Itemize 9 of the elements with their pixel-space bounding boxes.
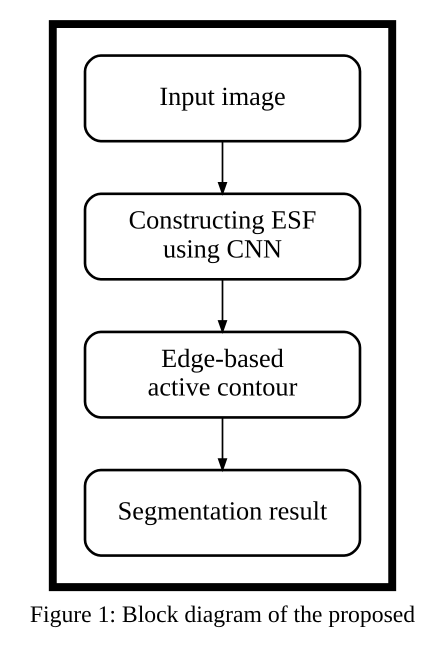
arrow [217, 280, 227, 334]
node-box: Constructing ESF using CNN [83, 192, 361, 281]
arrow [217, 141, 227, 196]
cluster [48, 20, 396, 592]
node-box: Segmentation result [83, 468, 361, 557]
node-box: Edge-based active contour [83, 330, 361, 419]
node-box: Input image [83, 54, 361, 142]
caption: Figure 1: Block diagram of the proposed [29, 602, 415, 628]
arrow [217, 418, 227, 472]
